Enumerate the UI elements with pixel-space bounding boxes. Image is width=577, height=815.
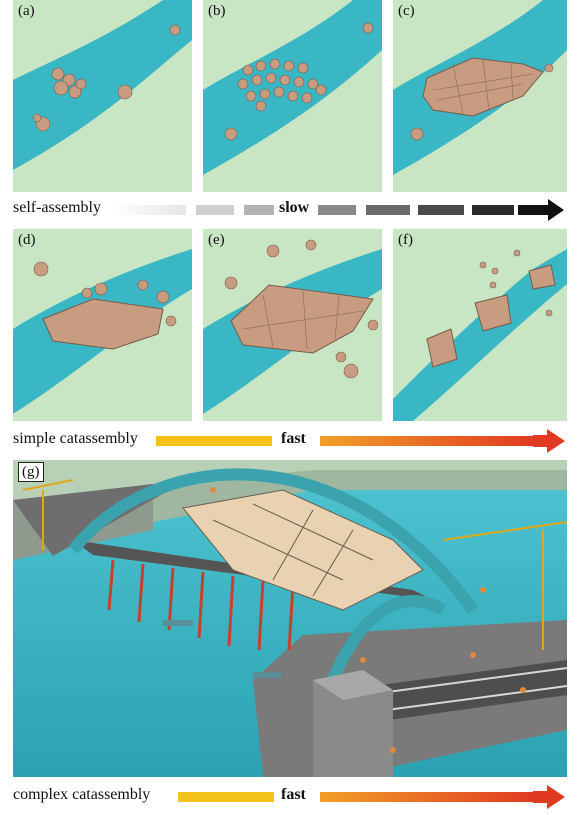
slow-arrow-seg-5 <box>366 205 410 215</box>
river-scene-a <box>13 0 192 192</box>
river-scene-d <box>13 229 192 421</box>
panel-label-b: (b) <box>208 3 226 19</box>
simple-fast-arrow-left <box>156 436 272 446</box>
complex-fast-arrow-right <box>320 792 534 802</box>
slow-arrow-seg-3 <box>244 205 274 215</box>
row-label-simple-catassembly: simple catassembly <box>13 430 138 447</box>
slow-arrow-seg-6 <box>418 205 464 215</box>
panel-c: (c) <box>393 0 567 192</box>
panel-a: (a) <box>13 0 192 192</box>
slow-arrow-seg-2 <box>196 205 234 215</box>
panel-f: (f) <box>393 229 567 421</box>
panel-e: (e) <box>203 229 382 421</box>
panel-label-d: (d) <box>18 232 36 248</box>
slow-arrow-seg-7 <box>472 205 514 215</box>
panel-g: (g) <box>13 460 567 777</box>
speed-label-fast-simple: fast <box>281 430 306 447</box>
complex-fast-arrow-left <box>178 792 274 802</box>
simple-fast-arrow-right <box>320 436 534 446</box>
bridge-scene <box>13 460 567 777</box>
panel-label-e: (e) <box>208 232 225 248</box>
panel-d: (d) <box>13 229 192 421</box>
complex-fast-arrow-head <box>533 785 565 809</box>
slow-arrow-head <box>518 199 564 221</box>
simple-fast-arrow-head <box>533 429 565 453</box>
slow-arrow-seg-1 <box>112 205 186 215</box>
panel-label-g: (g) <box>18 462 44 482</box>
river-scene-f <box>393 229 567 421</box>
speed-label-fast-complex: fast <box>281 786 306 803</box>
panel-label-c: (c) <box>398 3 415 19</box>
river-scene-c <box>393 0 567 192</box>
row-label-complex-catassembly: complex catassembly <box>13 786 151 803</box>
river-scene-b <box>203 0 382 192</box>
panel-b: (b) <box>203 0 382 192</box>
row-label-self-assembly: self-assembly <box>13 199 101 216</box>
slow-arrow-seg-4 <box>318 205 356 215</box>
panel-label-a: (a) <box>18 3 35 19</box>
speed-label-slow: slow <box>279 199 310 216</box>
panel-label-f: (f) <box>398 232 413 248</box>
river-scene-e <box>203 229 382 421</box>
